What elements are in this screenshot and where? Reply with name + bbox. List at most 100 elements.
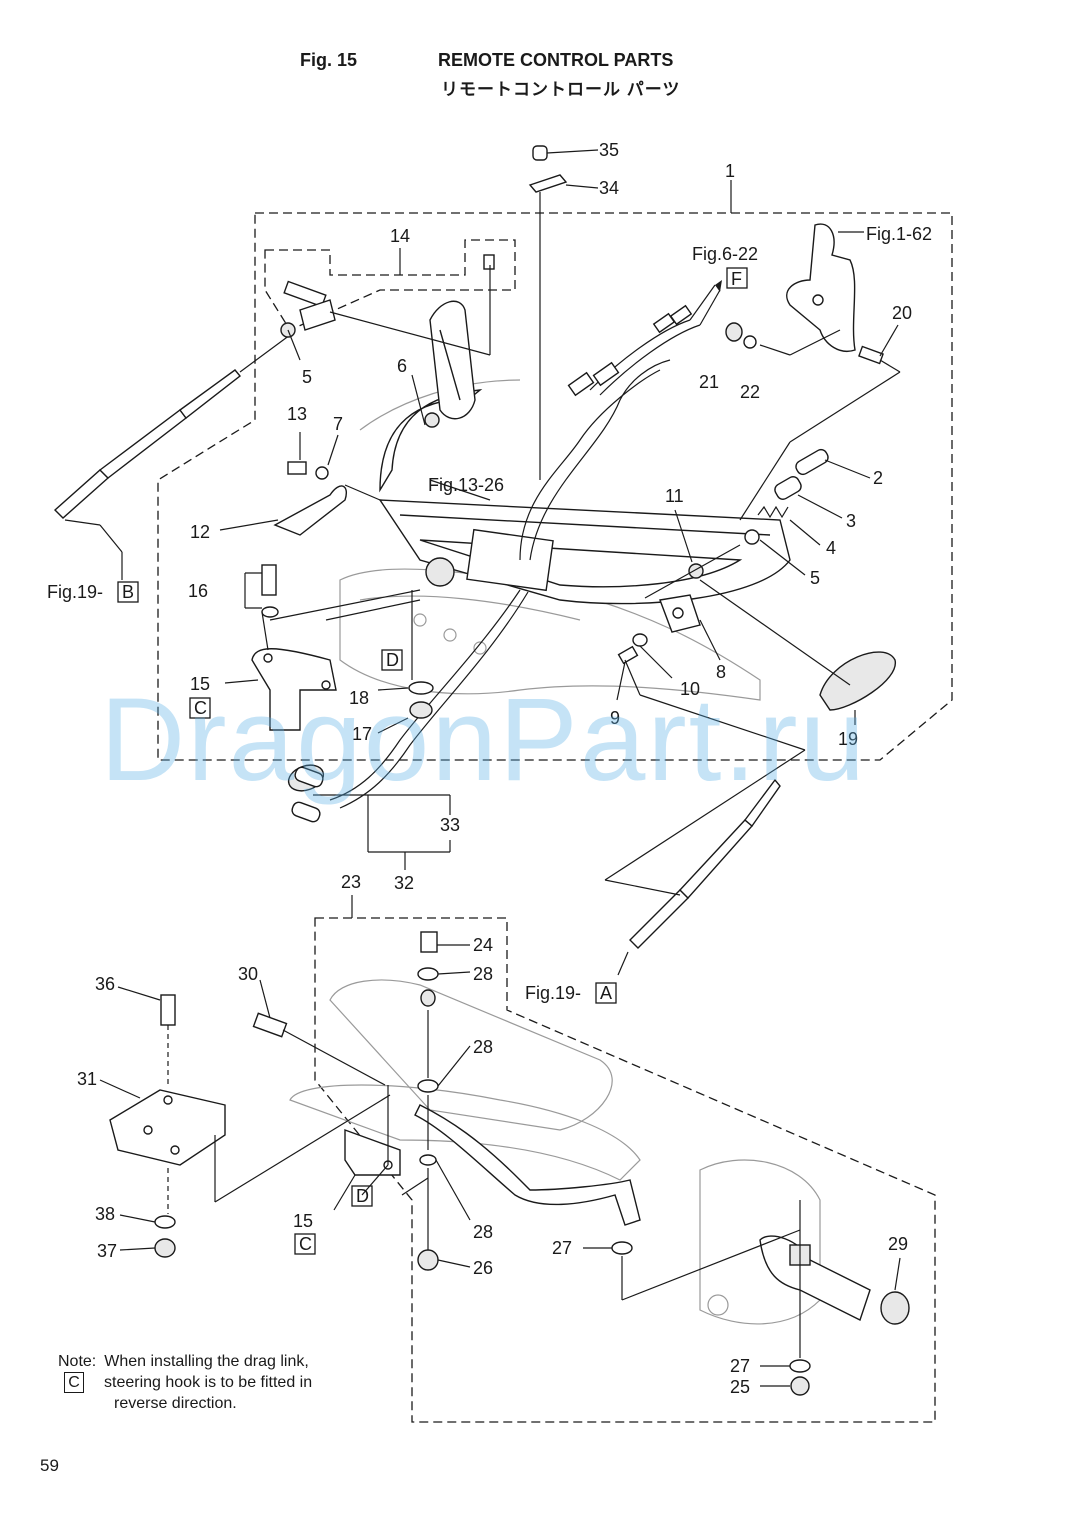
callout-20: 20 bbox=[892, 303, 912, 323]
callout-38: 38 bbox=[95, 1204, 115, 1224]
steering-hook-15-top bbox=[251, 648, 337, 731]
tiller-handle bbox=[429, 300, 476, 420]
callout-9: 9 bbox=[610, 708, 620, 728]
note-label: Note: bbox=[58, 1353, 97, 1370]
callout-6: 6 bbox=[397, 356, 407, 376]
callout-27-right: 27 bbox=[730, 1356, 750, 1376]
washer-22 bbox=[743, 335, 757, 349]
figure-title: REMOTE CONTROL PARTS bbox=[438, 50, 674, 70]
ref-box-c-top: C bbox=[194, 698, 207, 718]
washer-28-top bbox=[417, 967, 439, 981]
callout-22: 22 bbox=[740, 382, 760, 402]
callout-18: 18 bbox=[349, 688, 369, 708]
callout-25: 25 bbox=[730, 1377, 750, 1397]
washer-18 bbox=[408, 681, 434, 695]
figure-title-japanese: リモートコントロール パーツ bbox=[441, 80, 681, 99]
callout-26: 26 bbox=[473, 1258, 493, 1278]
screw-35 bbox=[532, 145, 548, 161]
callout-numbers: 35 34 1 14 20 21 22 2 3 4 5 11 8 10 9 19… bbox=[77, 140, 912, 1397]
note-line-1: When installing the drag link, bbox=[104, 1353, 309, 1370]
callout-32: 32 bbox=[394, 873, 414, 893]
ref-fig13-26: Fig.13-26 bbox=[428, 475, 504, 495]
assembly-1-boundary bbox=[157, 212, 953, 761]
callout-5-left: 5 bbox=[302, 367, 312, 387]
callout-2: 2 bbox=[873, 468, 883, 488]
callout-28-middle: 28 bbox=[473, 1037, 493, 1057]
ref-box-d-bottom: D bbox=[356, 1186, 369, 1206]
callout-3: 3 bbox=[846, 511, 856, 531]
callout-17: 17 bbox=[352, 724, 372, 744]
nut-6 bbox=[424, 412, 440, 428]
callout-14: 14 bbox=[390, 226, 410, 246]
note-box-c: C bbox=[64, 1372, 84, 1393]
callout-29: 29 bbox=[888, 1234, 908, 1254]
ref-fig1-62: Fig.1-62 bbox=[866, 224, 932, 244]
callout-4: 4 bbox=[826, 538, 836, 558]
pin-2 bbox=[795, 448, 829, 476]
washer-5-right bbox=[744, 529, 760, 545]
bolt-24 bbox=[420, 931, 438, 953]
washer-27-left bbox=[611, 1241, 633, 1255]
link-plate-8 bbox=[659, 594, 701, 633]
callout-8: 8 bbox=[716, 662, 726, 682]
callout-15-top: 15 bbox=[190, 674, 210, 694]
engine-housing-outline-bottom bbox=[289, 979, 821, 1325]
bolt-36 bbox=[160, 994, 176, 1026]
nut-21 bbox=[725, 322, 743, 342]
callout-19: 19 bbox=[838, 729, 858, 749]
rod-end-14 bbox=[283, 280, 336, 331]
installation-note: Note: When installing the drag link, C s… bbox=[58, 1351, 312, 1414]
nut-11 bbox=[688, 563, 704, 579]
ref-fig6-22: Fig.6-22 bbox=[692, 244, 758, 264]
nut-28 bbox=[420, 989, 436, 1007]
callout-28-bottom: 28 bbox=[473, 1222, 493, 1242]
cable-fig19-b bbox=[53, 334, 291, 519]
washer-27-right bbox=[789, 1359, 811, 1373]
callout-16: 16 bbox=[188, 581, 208, 601]
ref-box-c-bottom: C bbox=[299, 1234, 312, 1254]
steering-hook-15-bottom bbox=[344, 1129, 401, 1176]
washer-38 bbox=[154, 1215, 176, 1229]
callout-33: 33 bbox=[440, 815, 460, 835]
note-line-3: reverse direction. bbox=[114, 1395, 237, 1412]
wiring-harness bbox=[287, 280, 722, 823]
callout-28-top: 28 bbox=[473, 964, 493, 984]
ref-fig19-a: Fig.19- bbox=[525, 983, 581, 1003]
page-number: 59 bbox=[40, 1456, 59, 1475]
callout-21: 21 bbox=[699, 372, 719, 392]
figure-references: Fig.1-62 Fig.6-22 F Fig.13-26 Fig.19- B … bbox=[47, 224, 932, 1255]
callout-30: 30 bbox=[238, 964, 258, 984]
bolt-20 bbox=[858, 345, 884, 365]
cable-fig19-a bbox=[629, 778, 781, 949]
washer-16 bbox=[261, 606, 279, 618]
leader-lines bbox=[64, 149, 901, 1387]
drag-link-rod bbox=[414, 1104, 641, 1226]
ref-box-b: B bbox=[122, 582, 134, 602]
nut-26 bbox=[417, 1249, 439, 1271]
note-line-2: steering hook is to be fitted in bbox=[104, 1374, 313, 1391]
bolt-16 bbox=[261, 564, 277, 596]
mount-bracket-fig1-62 bbox=[786, 223, 856, 352]
callout-11: 11 bbox=[665, 486, 684, 506]
callout-23: 23 bbox=[341, 872, 361, 892]
ref-box-f: F bbox=[731, 269, 742, 289]
callout-36: 36 bbox=[95, 974, 115, 994]
callout-12: 12 bbox=[190, 522, 210, 542]
ref-fig19-b: Fig.19- bbox=[47, 582, 103, 602]
callout-15-bottom: 15 bbox=[293, 1211, 313, 1231]
steering-arm bbox=[759, 1235, 871, 1321]
washer-28-bottom bbox=[419, 1154, 437, 1166]
spring-4 bbox=[757, 505, 789, 519]
bracket-31 bbox=[109, 1089, 226, 1166]
washer-7 bbox=[315, 466, 329, 480]
figure-number: Fig. 15 bbox=[300, 50, 358, 70]
callout-27-left: 27 bbox=[552, 1238, 572, 1258]
callout-24: 24 bbox=[473, 935, 493, 955]
washer-28-middle bbox=[417, 1079, 439, 1093]
callout-10: 10 bbox=[680, 679, 700, 699]
assembly-14-boundary bbox=[264, 239, 516, 331]
nut-37 bbox=[154, 1238, 176, 1258]
nut-17 bbox=[409, 701, 433, 719]
pin-14 bbox=[483, 254, 495, 270]
